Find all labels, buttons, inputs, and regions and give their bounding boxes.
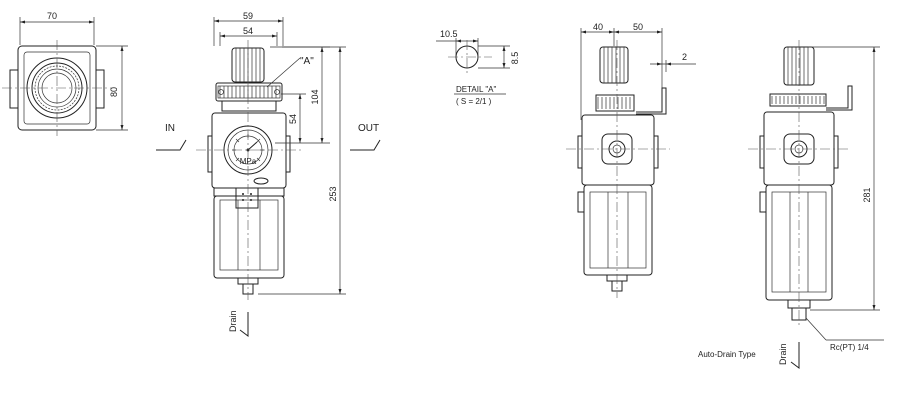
drain-arrow-icon [239,312,249,337]
top-view: 70 80 [2,11,128,136]
front-view: 59 54 MPa [156,11,381,337]
dim-height-253: 253 [328,186,338,201]
side-view: 40 50 2 [566,22,696,298]
detail-title: DETAIL "A" [456,85,497,94]
dim-detail-8-5: 8.5 [510,52,520,65]
dim-height-54: 54 [288,114,298,124]
drain-arrow-icon [790,342,800,369]
flow-in-arrow-icon [156,139,187,151]
dim-height-281: 281 [862,187,872,202]
label-in: IN [165,123,175,134]
dim-top-width: 70 [47,11,57,21]
auto-drain-view: 281 Rc(PT) 1/4 Auto-Drain Type Drain [698,40,884,369]
label-out: OUT [358,123,379,134]
detail-scale: ( S = 2/1 ) [456,97,492,106]
dim-detail-10-5: 10.5 [440,29,458,39]
dim-top-height: 80 [109,87,119,97]
dim-side-50: 50 [633,22,643,32]
label-port-thread: Rc(PT) 1/4 [830,343,869,352]
dim-front-54: 54 [243,26,253,36]
flow-out-arrow-icon [350,139,381,151]
detail-a: 10.5 8.5 DETAIL "A" ( S = 2/1 ) [436,29,520,106]
dim-height-104: 104 [310,89,320,104]
label-drain-auto: Drain [778,343,788,365]
detail-a-marker: "A" [300,56,314,67]
label-drain-front: Drain [228,310,238,332]
dim-front-59: 59 [243,11,253,21]
dim-side-40: 40 [593,22,603,32]
dim-side-2: 2 [682,52,687,62]
label-auto-drain-type: Auto-Drain Type [698,350,756,359]
